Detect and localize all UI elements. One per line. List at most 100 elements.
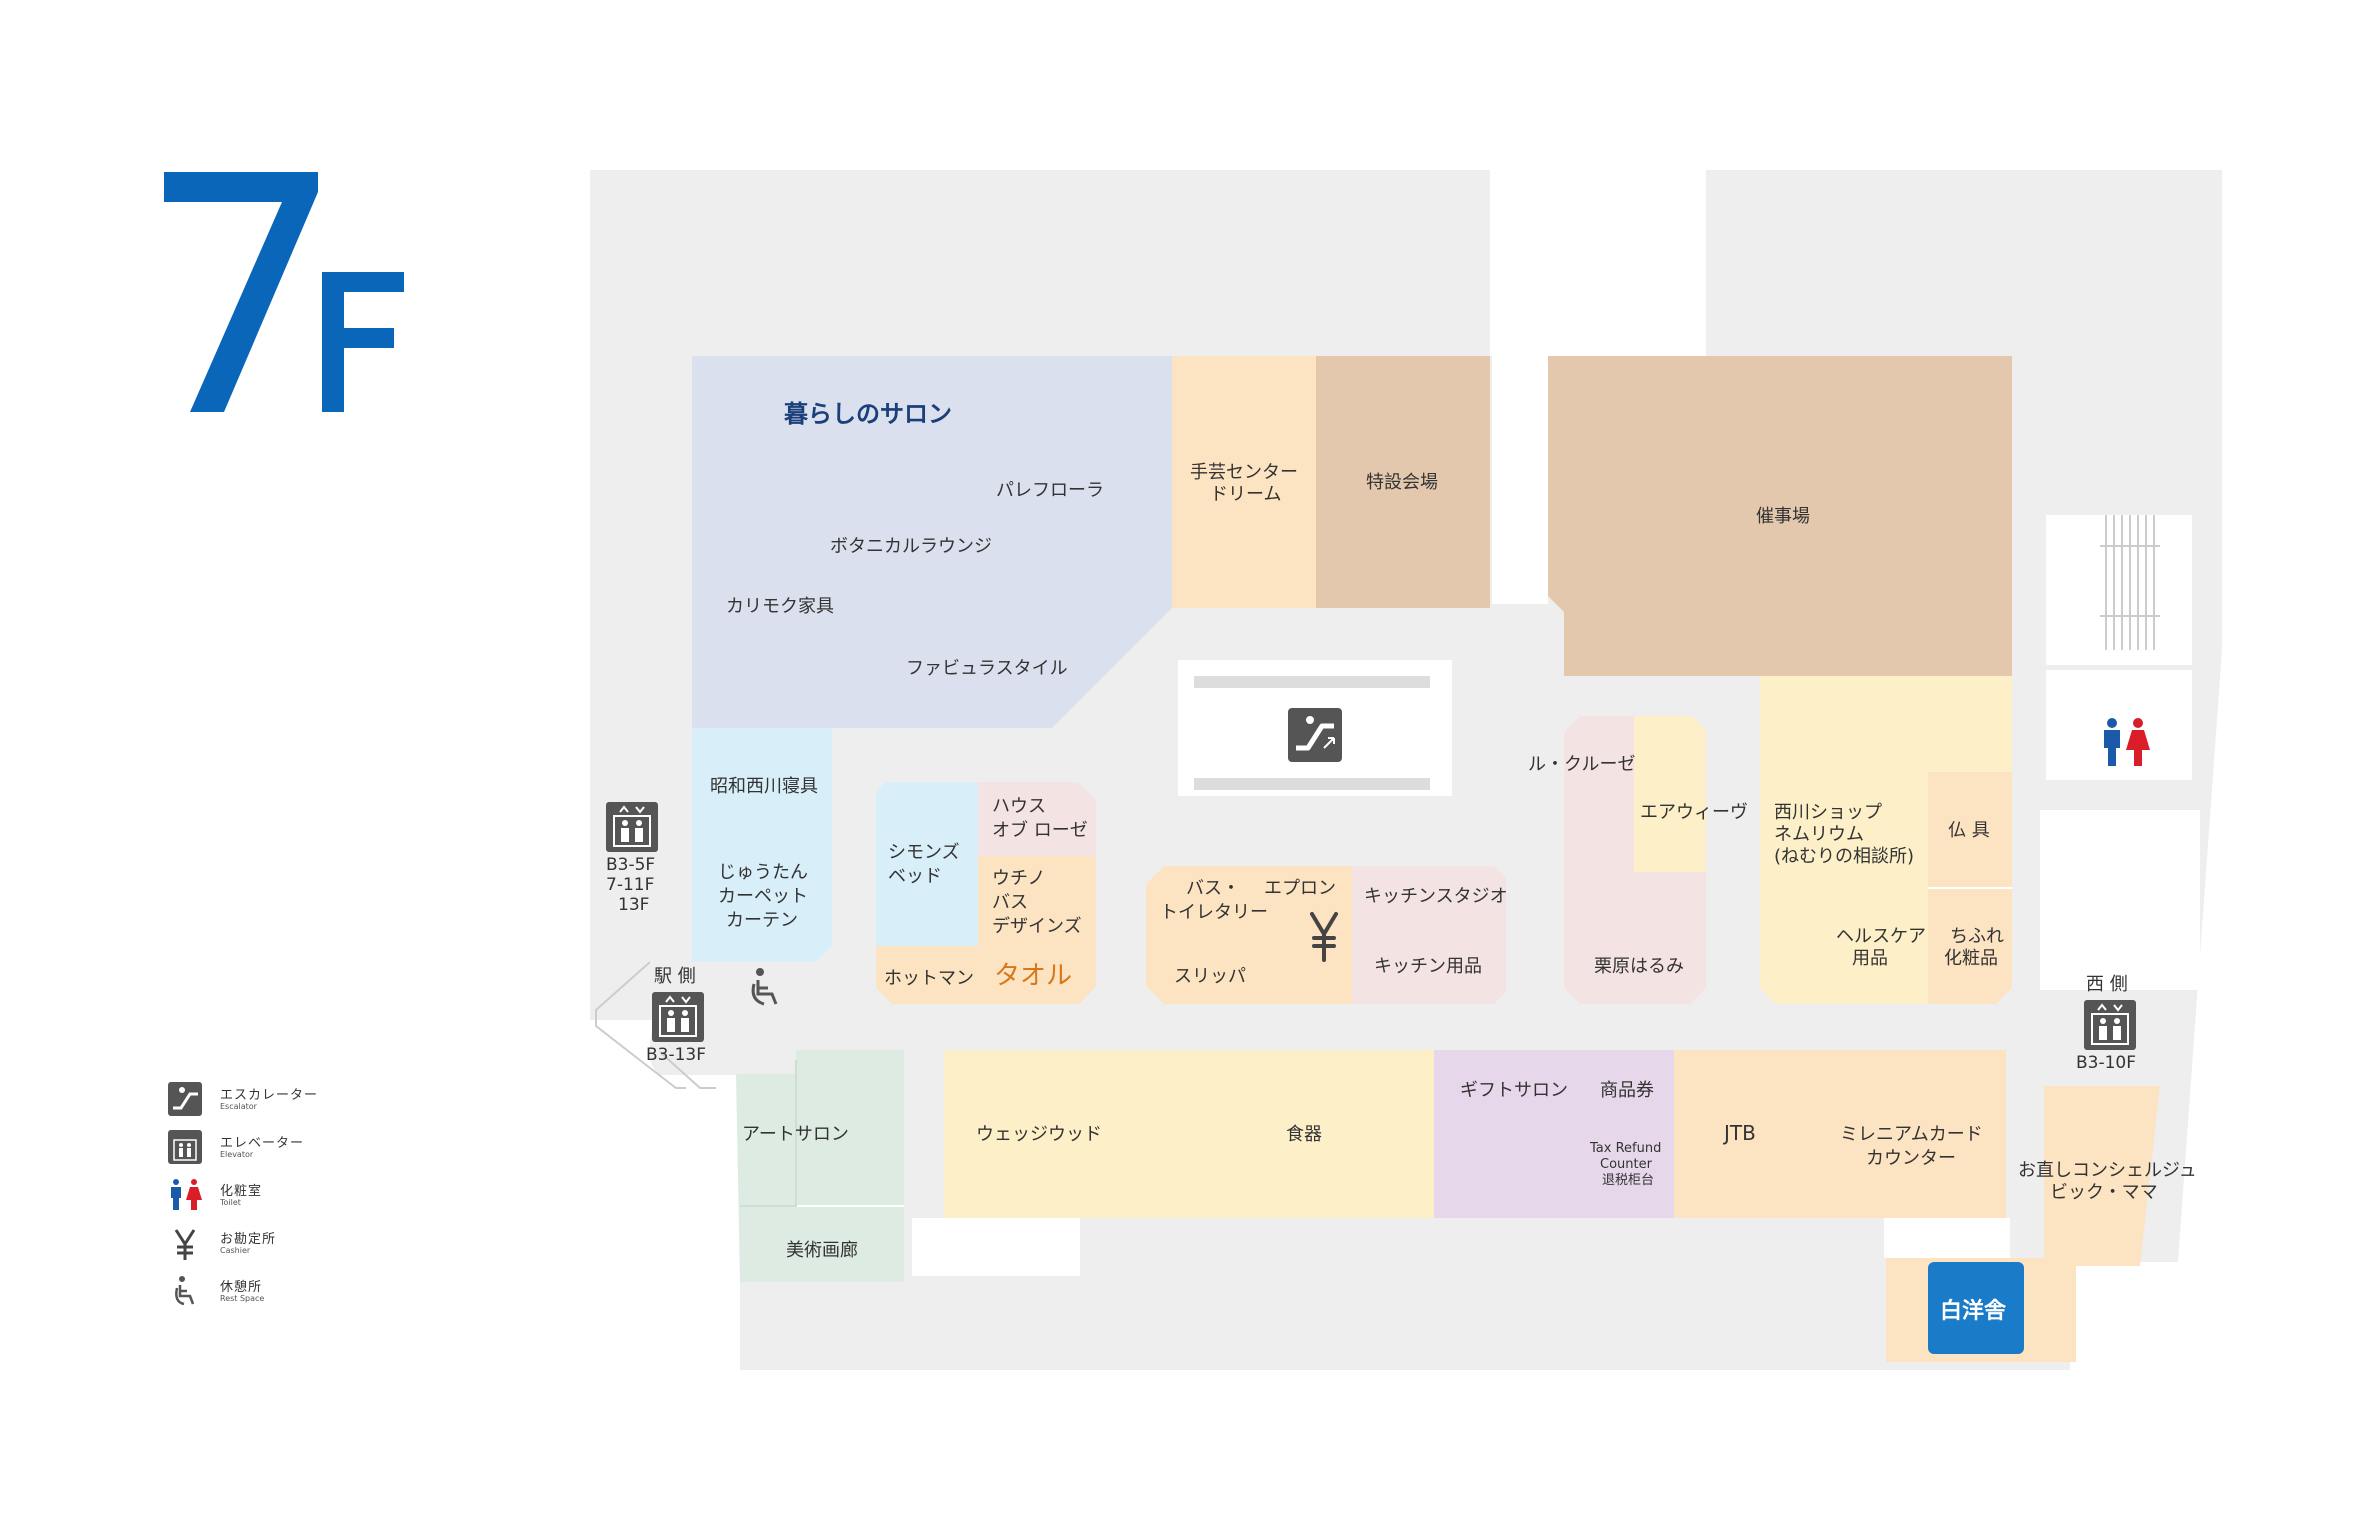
elevator-west-floors: B3-10F <box>2076 1053 2136 1073</box>
block-kitchen[interactable] <box>1352 866 1506 1004</box>
legend-rest-space-jp: 休憩所 <box>220 1280 263 1295</box>
legend-toilet-jp: 化粧室 <box>220 1184 263 1199</box>
hakuyosha-badge[interactable] <box>1928 1262 2024 1354</box>
label-uchino-2: バス <box>992 892 1028 913</box>
block-gift-salon[interactable] <box>1434 1050 1674 1218</box>
label-kitchen-studio: キッチンスタジオ <box>1364 886 1508 907</box>
label-millennium-2: カウンター <box>1866 1148 1956 1169</box>
label-uchino-3: デザインズ <box>992 916 1082 937</box>
elevator-icon-station[interactable] <box>652 992 704 1042</box>
block-le-creuset[interactable] <box>1564 716 1634 1004</box>
block-simmons[interactable] <box>876 782 978 946</box>
legend-cashier-en: Cashier <box>220 1246 251 1255</box>
label-gift-salon: ギフトサロン <box>1460 1080 1568 1101</box>
toilet-icon <box>171 1179 202 1210</box>
label-simmons-1: シモンズ <box>888 842 960 863</box>
label-shokki: 食器 <box>1286 1124 1322 1145</box>
label-art-salon: アートサロン <box>742 1124 849 1145</box>
escalator-icon <box>168 1082 202 1116</box>
block-bath[interactable] <box>1146 866 1352 1004</box>
block-art-salon[interactable] <box>736 1050 904 1282</box>
label-simmons-2: ベッド <box>888 866 942 887</box>
block-uchino[interactable] <box>978 856 1096 1004</box>
label-juutan-1: じゅうたん <box>718 862 808 883</box>
label-saiji: 催事場 <box>1756 506 1810 527</box>
escalator-icon[interactable] <box>1288 708 1342 762</box>
block-kurashi-salon[interactable] <box>692 356 1172 728</box>
label-concierge-1: お直しコンシェルジュ <box>2018 1160 2197 1181</box>
elevator-icon-west[interactable] <box>2084 1000 2136 1050</box>
legend-toilet-en: Toilet <box>220 1198 241 1207</box>
label-kurihara: 栗原はるみ <box>1594 956 1684 977</box>
label-palefloora: パレフローラ <box>996 480 1104 501</box>
label-shugei-1: 手芸センター <box>1190 462 1298 483</box>
block-shugei[interactable] <box>1172 356 1316 608</box>
label-taxfree-3: 退税柜台 <box>1602 1173 1654 1188</box>
legend-cashier-jp: お勘定所 <box>220 1232 277 1247</box>
block-tokusetsu[interactable] <box>1316 356 1490 608</box>
label-apron: エプロン <box>1264 878 1336 899</box>
legend-escalator-en: Escalator <box>220 1102 257 1111</box>
toilet-icon <box>2104 718 2150 766</box>
block-hotman[interactable] <box>876 946 978 1004</box>
elevator-station-side: 駅 側 <box>654 966 696 987</box>
label-house-2: オブ ローゼ <box>992 819 1088 841</box>
block-chifure[interactable] <box>1928 888 2012 1004</box>
label-shugei-2: ドリーム <box>1210 484 1281 505</box>
block-butsugu[interactable] <box>1928 772 2012 888</box>
label-hotman: ホットマン <box>884 968 974 989</box>
legend-escalator-jp: エスカレーター <box>220 1088 319 1103</box>
label-jtb: JTB <box>1722 1121 1756 1145</box>
block-jtb[interactable] <box>1674 1050 1810 1218</box>
elevator-station-floors: B3-13F <box>646 1045 706 1065</box>
label-healthcare-2: 用品 <box>1852 948 1888 969</box>
label-botanical: ボタニカルラウンジ <box>830 536 992 557</box>
label-nishikawa-2: ネムリウム <box>1774 824 1864 845</box>
label-juutan-3: カーテン <box>726 910 798 931</box>
label-kurashi-salon: 暮らしのサロン <box>784 400 952 428</box>
label-house-1: ハウス <box>992 796 1046 817</box>
label-concierge-2: ビック・ママ <box>2050 1182 2158 1203</box>
label-juutan-2: カーペット <box>718 886 808 907</box>
elevator-icon-left[interactable] <box>606 802 658 852</box>
legend-escalator: エスカレーター Escalator <box>168 1082 428 1122</box>
label-shohinken: 商品券 <box>1600 1080 1654 1101</box>
label-taxfree-1: Tax Refund <box>1589 1141 1661 1156</box>
elevator-left-floors-2: 7-11F <box>606 875 654 895</box>
block-airweave[interactable] <box>1634 716 1706 872</box>
label-bath-2: トイレタリー <box>1160 902 1268 923</box>
label-kitchen-goods: キッチン用品 <box>1374 956 1482 977</box>
label-butsugu: 仏 具 <box>1948 820 1990 841</box>
label-millennium-1: ミレニアムカード <box>1840 1124 1983 1145</box>
block-nishikawa[interactable] <box>1760 676 2012 1004</box>
block-house[interactable] <box>978 782 1096 856</box>
label-nishikawa-1: 西川ショップ <box>1774 802 1882 823</box>
floor-number <box>164 172 404 412</box>
label-taxfree-2: Counter <box>1600 1157 1653 1172</box>
label-uchino-1: ウチノ <box>992 868 1045 889</box>
label-healthcare-1: ヘルスケア <box>1836 926 1926 947</box>
legend-toilet: 化粧室 Toilet <box>168 1178 428 1218</box>
label-karimoku: カリモク家具 <box>726 596 834 617</box>
legend-rest-space-en: Rest Space <box>220 1294 265 1303</box>
label-airweave: エアウィーヴ <box>1640 802 1748 823</box>
cashier-icon <box>1310 912 1338 962</box>
label-fabula: ファビュラスタイル <box>906 658 1068 679</box>
legend-cashier: お勘定所 Cashier <box>168 1226 428 1266</box>
rest-space-icon <box>751 968 778 1006</box>
rest-space-icon <box>175 1276 195 1306</box>
legend-rest-space: 休憩所 Rest Space <box>168 1274 428 1314</box>
label-hakuyosha: 白洋舎 <box>1940 1298 2007 1324</box>
label-showa: 昭和西川寝具 <box>710 776 818 797</box>
elevator-left-floors-3: 13F <box>618 895 649 915</box>
block-showa[interactable] <box>692 728 832 962</box>
elevator-icon <box>168 1130 202 1164</box>
elevator-west-side: 西 側 <box>2086 974 2128 995</box>
legend-elevator-en: Elevator <box>220 1150 254 1159</box>
legend-elevator: エレベーター Elevator <box>168 1130 428 1170</box>
block-saiji[interactable] <box>1548 356 2012 676</box>
block-wedgwood[interactable] <box>944 1050 1434 1218</box>
block-kurihara[interactable] <box>1634 872 1706 1004</box>
block-millennium[interactable] <box>1810 1050 2006 1218</box>
